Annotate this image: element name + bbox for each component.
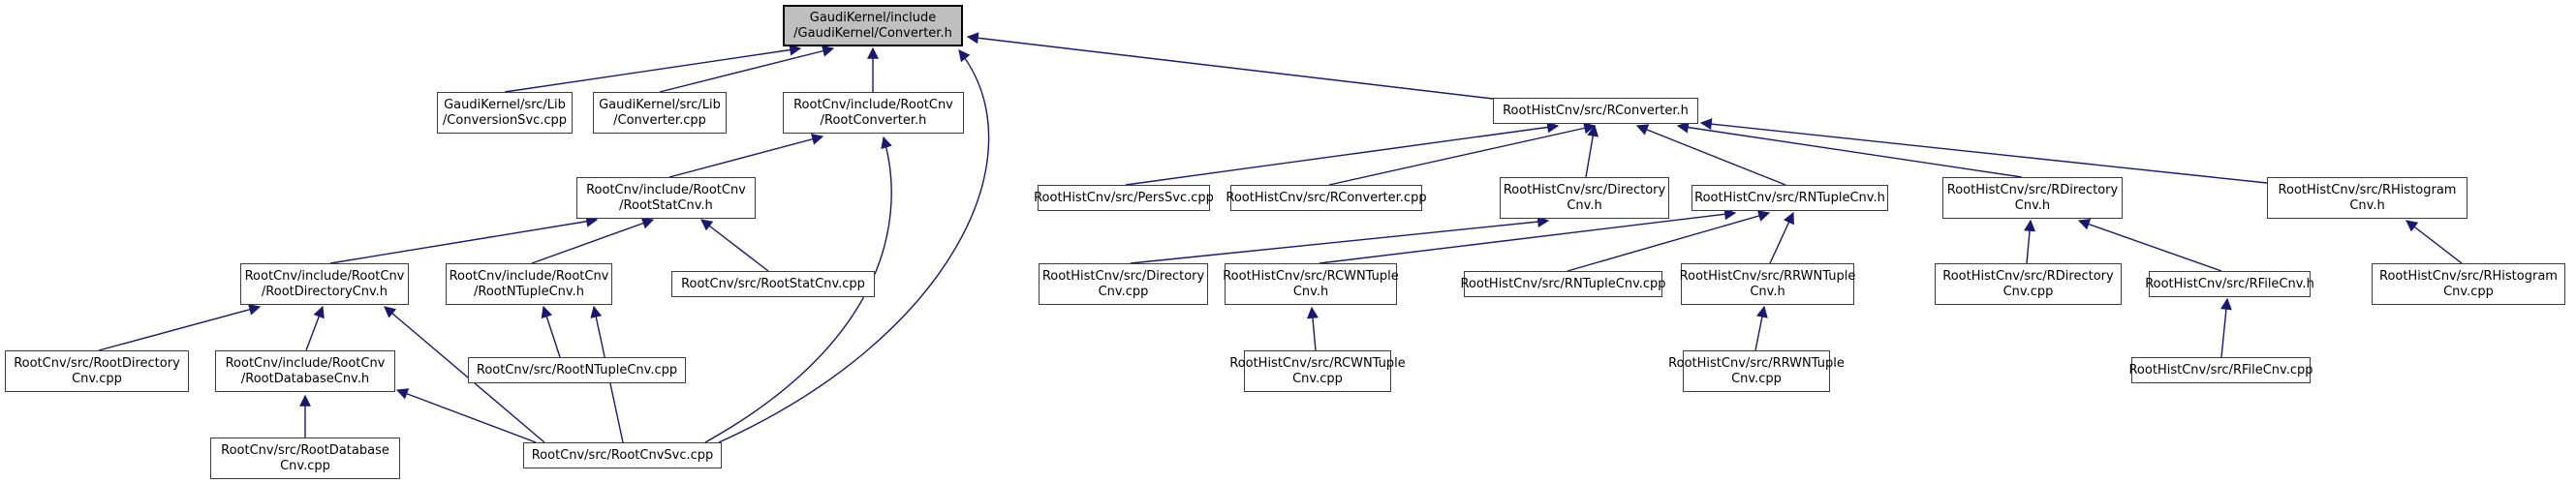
node-rootstatcnv-cpp[interactable]: RootCnv/src/RootStatCnv.cpp [671, 271, 875, 297]
edge-rcwntuplecnv-cpp--rcwntuplecnv-h [1307, 306, 1319, 351]
edge-rconverter-cpp--rconverter-h [1328, 122, 1597, 186]
node-rconverter-cpp[interactable]: RootHistCnv/src/RConverter.cpp [1226, 185, 1427, 211]
node-rcwntuplecnv-cpp[interactable]: RootHistCnv/src/RCWNTuple Cnv.cpp [1229, 350, 1406, 392]
edge-conversionsvc-cpp--gaudikernel-converter-h [504, 44, 802, 93]
edge-perssvc-cpp--rconverter-h [1125, 121, 1560, 186]
edge-rdirectorycnv-h--rconverter-h [1676, 121, 2023, 178]
node-conversionsvc-cpp[interactable]: GaudiKernel/src/Lib /ConversionSvc.cpp [437, 92, 573, 134]
node-rootntuplecnv-h[interactable]: RootCnv/include/RootCnv /RootNTupleCnv.h [446, 263, 612, 305]
node-rntuplecnv-cpp[interactable]: RootHistCnv/src/RNTupleCnv.cpp [1460, 271, 1666, 297]
edge-rhistogramcnv-cpp--rhistogramcnv-h [2405, 220, 2463, 264]
edge-directorycnv-cpp--directorycnv-h [1130, 216, 1550, 264]
node-directorycnv-h[interactable]: RootHistCnv/src/Directory Cnv.h [1500, 177, 1669, 219]
edge-rootntuplecnv-cpp--rootntuplecnv-h [541, 305, 561, 358]
node-rootstatcnv-h[interactable]: RootCnv/include/RootCnv /RootStatCnv.h [576, 177, 756, 219]
node-rfilecnv-cpp[interactable]: RootHistCnv/src/RFileCnv.cpp [2128, 357, 2313, 383]
edge-directorycnv-h--rconverter-h [1585, 124, 1599, 178]
edge-converter-cpp--gaudikernel-converter-h [659, 45, 835, 93]
edge-rootdirectorycnv-h--rootstatcnv-h [329, 215, 599, 264]
node-rconverter-h[interactable]: RootHistCnv/src/RConverter.h [1493, 98, 1698, 124]
node-rootdatabasecnv-cpp[interactable]: RootCnv/src/RootDatabase Cnv.cpp [210, 438, 400, 479]
node-rootntuplecnv-cpp[interactable]: RootCnv/src/RootNTupleCnv.cpp [468, 357, 686, 383]
node-rootdirectorycnv-h[interactable]: RootCnv/include/RootCnv /RootDirectoryCn… [240, 263, 409, 305]
edge-rootcnvsvc-cpp--rootdatabasecnv-h [395, 388, 537, 443]
node-rhistogramcnv-h[interactable]: RootHistCnv/src/RHistogram Cnv.h [2267, 177, 2467, 219]
edge-rdirectorycnv-cpp--rdirectorycnv-h [2024, 219, 2035, 264]
edge-rootntuplecnv-h--rootstatcnv-h [531, 218, 655, 264]
edge-rootdatabasecnv-h--rootdirectorycnv-h [305, 305, 325, 351]
node-rrwntuplecnv-h[interactable]: RootHistCnv/src/RRWNTuple Cnv.h [1680, 263, 1855, 305]
edge-rfilecnv-cpp--rfilecnv-h [2219, 297, 2232, 358]
node-gaudikernel-converter-h: GaudiKernel/include /GaudiKernel/Convert… [783, 5, 963, 46]
edge-rootstatcnv-h--rootconverter-h [668, 133, 824, 178]
node-converter-cpp[interactable]: GaudiKernel/src/Lib /Converter.cpp [593, 92, 727, 134]
edge-rrwntuplecnv-h--rntuplecnv-h [1769, 211, 1794, 264]
edge-rhistogramcnv-h--rconverter-h [1699, 118, 2268, 184]
node-rrwntuplecnv-cpp[interactable]: RootHistCnv/src/RRWNTuple Cnv.cpp [1668, 350, 1845, 392]
edge-rootstatcnv-cpp--rootstatcnv-h [700, 219, 769, 272]
edge-rootdirectorycnv-cpp--rootdirectorycnv-h [98, 304, 262, 351]
edge-rcwntuplecnv-h--rntuplecnv-h [1319, 208, 1737, 264]
node-rootdirectorycnv-cpp[interactable]: RootCnv/src/RootDirectory Cnv.cpp [5, 350, 189, 392]
node-rntuplecnv-h[interactable]: RootHistCnv/src/RNTupleCnv.h [1691, 185, 1888, 211]
edge-rntuplecnv-cpp--rntuplecnv-h [1567, 210, 1771, 272]
edge-rrwntuplecnv-cpp--rrwntuplecnv-h [1754, 305, 1768, 351]
node-rootcnvsvc-cpp[interactable]: RootCnv/src/RootCnvSvc.cpp [523, 442, 722, 468]
node-rootdatabasecnv-h[interactable]: RootCnv/include/RootCnv /RootDatabaseCnv… [215, 350, 395, 392]
node-rcwntuplecnv-h[interactable]: RootHistCnv/src/RCWNTuple Cnv.h [1223, 263, 1399, 305]
edge-rntuplecnv-h--rconverter-h [1635, 124, 1786, 186]
node-rootconverter-h[interactable]: RootCnv/include/RootCnv /RootConverter.h [783, 92, 964, 134]
node-rhistogramcnv-cpp[interactable]: RootHistCnv/src/RHistogram Cnv.cpp [2372, 263, 2565, 305]
edge-rootcnvsvc-cpp--gaudikernel-converter-h [718, 49, 990, 443]
edge-rconverter-h--gaudikernel-converter-h [966, 32, 1494, 100]
edge-rfilecnv-h--rdirectorycnv-h [2077, 218, 2222, 272]
node-directorycnv-cpp[interactable]: RootHistCnv/src/Directory Cnv.cpp [1039, 263, 1208, 305]
node-rdirectorycnv-cpp[interactable]: RootHistCnv/src/RDirectory Cnv.cpp [1935, 263, 2122, 305]
node-perssvc-cpp[interactable]: RootHistCnv/src/PersSvc.cpp [1034, 185, 1214, 211]
node-rfilecnv-h[interactable]: RootHistCnv/src/RFileCnv.h [2145, 271, 2314, 297]
node-rdirectorycnv-h[interactable]: RootHistCnv/src/RDirectory Cnv.h [1942, 177, 2123, 219]
edge-rootcnvsvc-cpp--rootdirectorycnv-h [384, 306, 545, 443]
